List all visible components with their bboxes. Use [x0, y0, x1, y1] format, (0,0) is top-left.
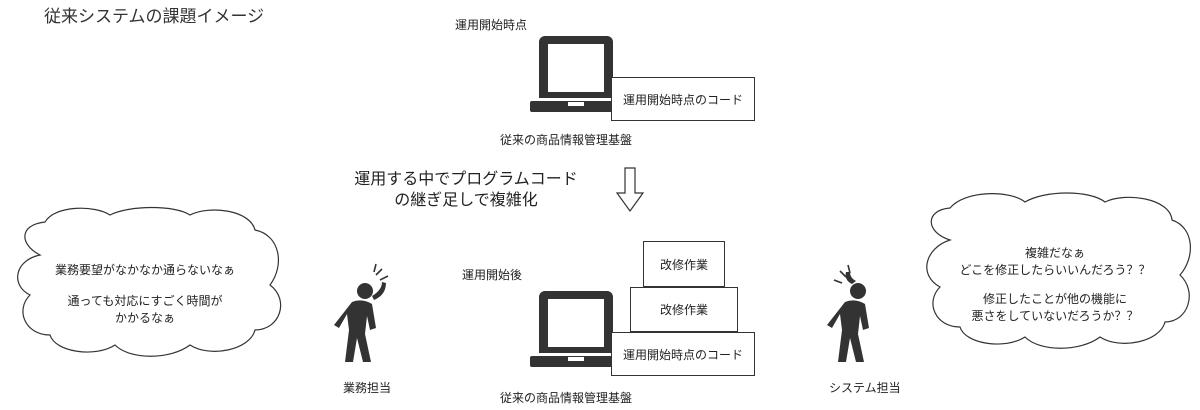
left-bubble-line-1: 業務要望がなかなか通らないなぁ	[54, 263, 235, 277]
right-bubble-line-4: 悪さをしていないだろうか？？	[971, 309, 1139, 323]
transition-text: 運用する中でプログラムコード の継ぎ足しで複雑化	[336, 168, 596, 210]
page-title: 従来システムの課題イメージ	[44, 7, 265, 27]
top-label: 運用開始時点	[455, 18, 528, 32]
bottom-label: 運用開始後	[462, 268, 523, 282]
right-person-label: システム担当	[829, 381, 901, 395]
left-bubble-line-3: かかるなぁ	[114, 311, 175, 325]
left-bubble-text: 業務要望がなかなか通らないなぁ 通っても対応にすごく時間が かかるなぁ	[20, 262, 270, 327]
mod-box-2: 改修作業	[630, 287, 738, 332]
right-bubble-line-2: どこを修正したらいいんだろう？？	[959, 263, 1151, 277]
transition-line-2: の継ぎ足しで複雑化	[394, 190, 538, 209]
transition-line-1: 運用する中でプログラムコード	[354, 169, 578, 188]
right-bubble-text: 複雑だなぁ どこを修正したらいいんだろう？？ 修正したことが他の機能に 悪さをし…	[925, 245, 1185, 325]
bottom-code-box: 運用開始時点のコード	[611, 332, 755, 376]
thought-cloud-icon-left	[17, 206, 282, 357]
troubled-person-icon-right	[827, 264, 869, 362]
down-arrow-icon	[615, 167, 645, 213]
troubled-person-icon-left	[334, 263, 389, 362]
right-bubble-line-1: 複雑だなぁ	[1024, 246, 1085, 260]
left-person-label: 業務担当	[343, 381, 392, 395]
right-bubble-line-3: 修正したことが他の機能に	[982, 292, 1127, 306]
laptop-icon-bottom	[530, 291, 622, 367]
top-code-box: 運用開始時点のコード	[611, 77, 755, 121]
mod-box-1: 改修作業	[643, 241, 725, 287]
laptop-icon-top	[530, 36, 622, 112]
thought-cloud-icon-right	[926, 192, 1192, 349]
top-caption: 従来の商品情報管理基盤	[500, 133, 633, 147]
left-bubble-line-2: 通っても対応にすごく時間が	[67, 294, 223, 308]
bottom-caption: 従来の商品情報管理基盤	[500, 391, 633, 405]
